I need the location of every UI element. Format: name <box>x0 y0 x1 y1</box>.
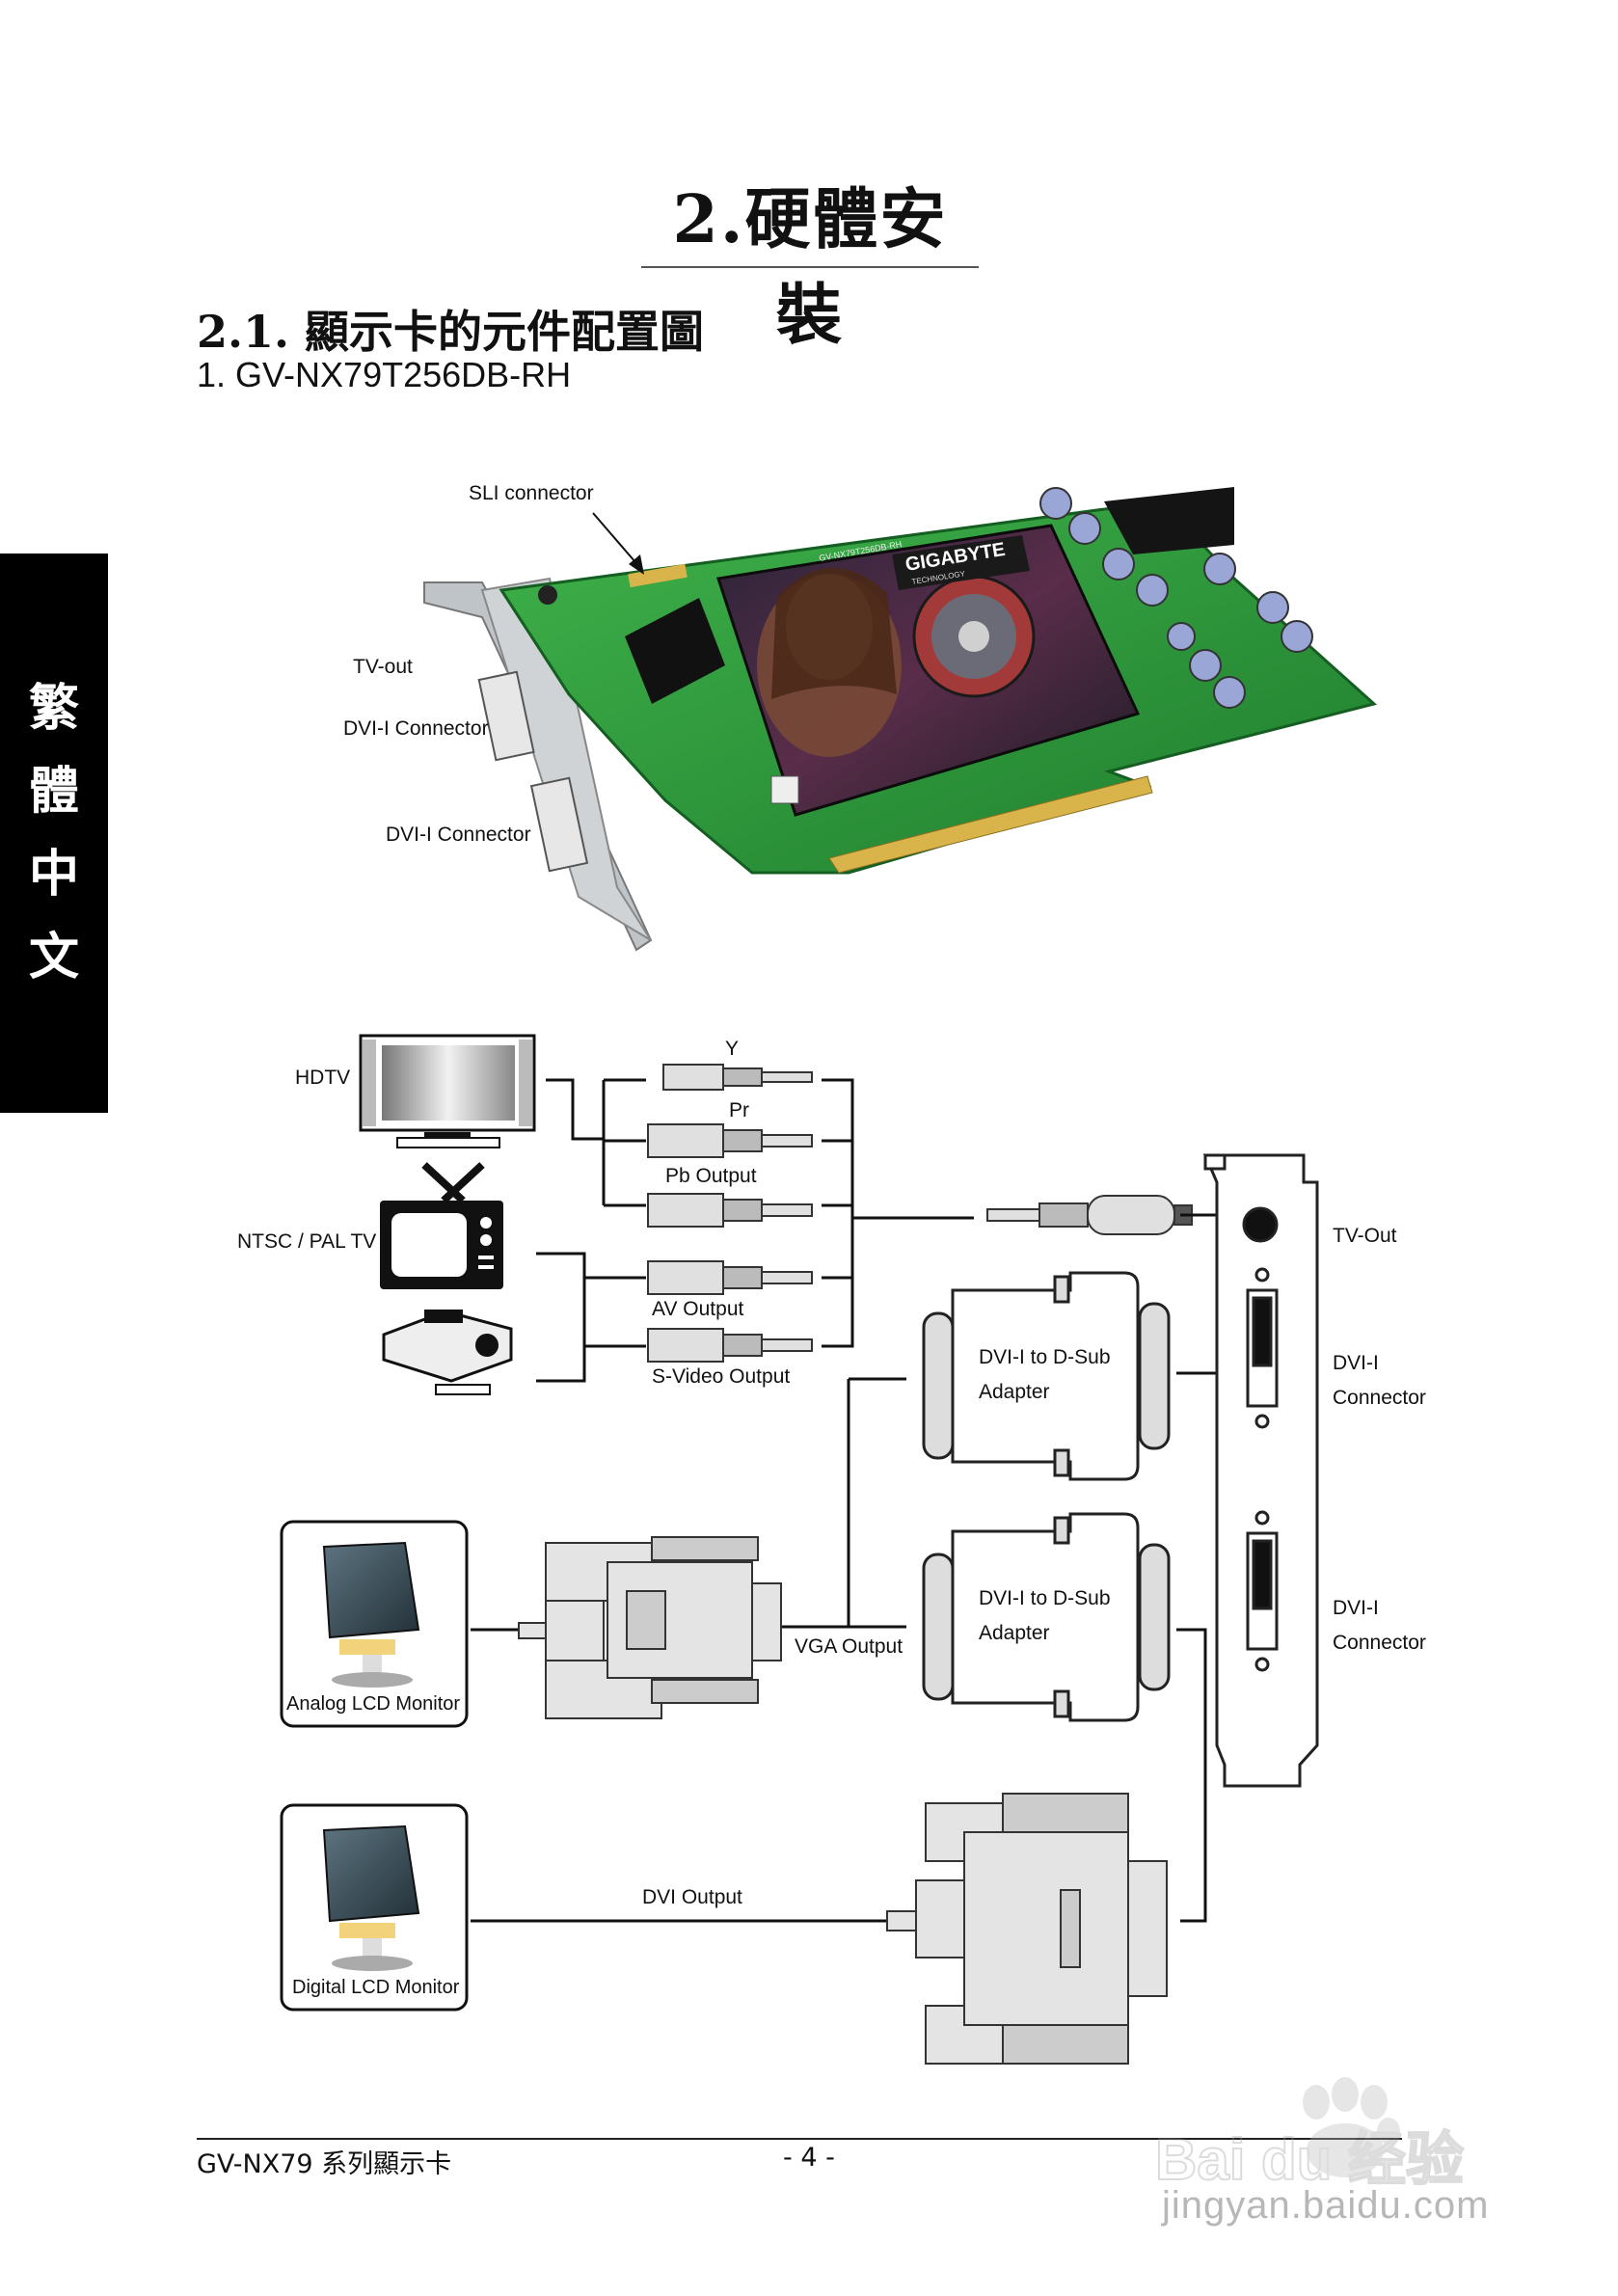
baidu-watermark-logo: Bai du 经验 <box>1154 2077 1465 2193</box>
av-cables <box>647 1064 813 1363</box>
label-connector-2: Connector <box>1333 1632 1426 1654</box>
digital-monitor-icon <box>280 1803 469 2012</box>
card-bracket-diagram <box>1202 1153 1319 1788</box>
model-name: 1. GV-NX79T256DB-RH <box>197 355 572 394</box>
footer-page-number: - 4 - <box>783 2143 835 2173</box>
label-sli-connector: SLI connector <box>469 482 594 504</box>
chapter-title: 2.硬體安裝 <box>672 181 948 354</box>
label-vga-output: VGA Output <box>795 1635 903 1658</box>
label-tv-out: TV-out <box>353 656 413 678</box>
side-tab-char: 文 <box>28 928 79 986</box>
label-dvi-i-1: DVI-I <box>1333 1352 1379 1374</box>
label-pr: Pr <box>729 1099 749 1121</box>
watermark-brand: Bai du 经验 <box>1155 2127 1464 2192</box>
watermark-url: jingyan.baidu.com <box>1162 2184 1490 2227</box>
label-dvi-output: DVI Output <box>642 1886 742 1908</box>
side-tab-char: 繁 <box>28 679 79 738</box>
analog-monitor-icon <box>280 1520 469 1728</box>
label-pb-output: Pb Output <box>665 1165 757 1187</box>
chapter-title-underline <box>641 266 979 268</box>
label-connector-1: Connector <box>1333 1387 1426 1409</box>
label-adapter-2-line2: Adapter <box>979 1622 1050 1644</box>
graphics-card-photo: GIGABYTE TECHNOLOGY GV-NX79T256DB-RH <box>423 487 1378 952</box>
dvi-cable <box>886 1793 1168 2065</box>
label-adapter-2-line1: DVI-I to D-Sub <box>979 1587 1111 1609</box>
label-y: Y <box>725 1038 740 1060</box>
label-dvi-i-2: DVI-I <box>1333 1597 1379 1619</box>
section-title: 2.1. 顯示卡的元件配置圖 <box>197 306 705 358</box>
side-tab-char: 中 <box>28 845 79 904</box>
footer-product-series: GV-NX79 系列顯示卡 <box>197 2149 452 2179</box>
footer-rule <box>197 2138 1402 2140</box>
svideo-cable <box>986 1195 1193 1235</box>
wiring-lines <box>471 1078 1217 1923</box>
vga-cable <box>518 1536 782 1719</box>
label-av-output: AV Output <box>652 1298 744 1320</box>
label-dvi-connector-2: DVI-I Connector <box>386 824 531 846</box>
label-adapter-1-line2: Adapter <box>979 1381 1050 1403</box>
dvi-dsub-adapter-1 <box>922 1271 1171 1481</box>
label-dvi-connector-1: DVI-I Connector <box>343 717 489 740</box>
label-adapter-1-line1: DVI-I to D-Sub <box>979 1346 1111 1368</box>
side-tab-char: 體 <box>28 762 79 821</box>
label-digital-lcd-monitor: Digital LCD Monitor <box>292 1977 460 1998</box>
projector-icon <box>382 1310 513 1395</box>
crt-tv-icon <box>380 1162 503 1289</box>
label-hdtv: HDTV <box>295 1067 351 1089</box>
language-side-tab: 繁 體 中 文 <box>0 554 108 1113</box>
hdtv-icon <box>359 1034 536 1148</box>
label-analog-lcd-monitor: Analog LCD Monitor <box>286 1693 461 1715</box>
label-svideo-output: S-Video Output <box>652 1365 791 1388</box>
label-tv-out-port: TV-Out <box>1333 1225 1397 1247</box>
label-ntsc-pal-tv: NTSC / PAL TV <box>237 1230 377 1253</box>
dvi-dsub-adapter-2 <box>922 1512 1171 1722</box>
